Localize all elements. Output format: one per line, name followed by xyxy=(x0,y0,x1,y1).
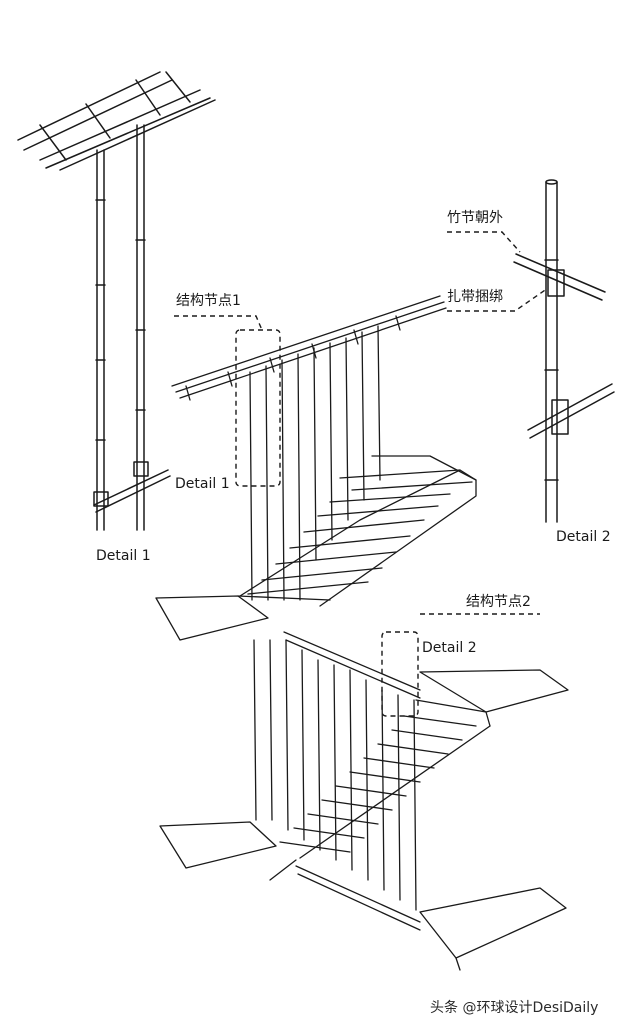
staircase-drawing xyxy=(155,295,569,971)
node2-label: 结构节点2 xyxy=(466,594,531,610)
detail1-drawing xyxy=(17,71,216,531)
detail2-mid-label: Detail 2 xyxy=(422,640,477,656)
detail2-callout-box xyxy=(381,631,419,717)
detail1-mid-label: Detail 1 xyxy=(175,476,230,492)
node1-leader xyxy=(174,315,263,331)
watermark: 头条 @环球设计DesiDaily xyxy=(430,999,598,1016)
detail2-drawing xyxy=(513,179,615,523)
ties-label: 扎带捆绑 xyxy=(447,289,503,305)
node1-label: 结构节点1 xyxy=(176,293,241,309)
detail2-label: Detail 2 xyxy=(556,529,611,545)
ties-leader xyxy=(447,287,549,312)
detail1-label: Detail 1 xyxy=(96,548,151,564)
bamboo-out-leader xyxy=(447,231,521,253)
detail1-callout-box xyxy=(235,329,281,487)
bamboo-out-label: 竹节朝外 xyxy=(447,210,503,226)
